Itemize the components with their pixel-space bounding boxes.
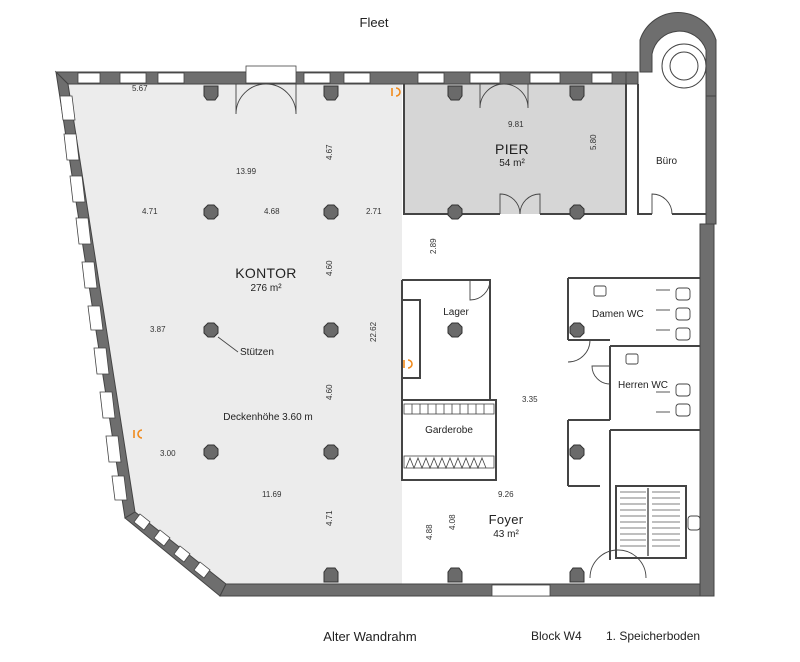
damen-wc-name: Damen WC (592, 309, 644, 320)
west-windows (59, 95, 128, 501)
pier-floor (404, 84, 626, 214)
dimension: 5.67 (132, 84, 148, 93)
stairs (620, 488, 680, 556)
stuetzen-label: Stützen (240, 347, 274, 358)
column (447, 322, 463, 338)
wc-fixtures (593, 285, 701, 531)
wall-pillars (203, 85, 585, 583)
column (569, 444, 585, 460)
columns (203, 204, 585, 460)
dimension: 3.00 (160, 449, 176, 458)
dimension: 13.99 (236, 167, 257, 176)
column (447, 204, 463, 220)
column (569, 322, 585, 338)
dimension: 4.88 (425, 524, 434, 540)
pier-area: 54 m² (499, 158, 525, 169)
ceiling-height-label: Deckenhöhe 3.60 m (223, 412, 313, 423)
dimension: 4.60 (325, 260, 334, 276)
dimension: 4.08 (448, 514, 457, 530)
column (203, 204, 219, 220)
dimension: 11.69 (262, 490, 282, 499)
dimension: 9.26 (498, 490, 514, 499)
foyer-name: Foyer (488, 512, 524, 527)
southwest-windows (133, 513, 211, 579)
south-entrance (491, 584, 551, 597)
kontor-floor (68, 84, 402, 584)
dimension: 2.71 (366, 207, 382, 216)
dimension: 3.35 (522, 395, 538, 404)
dimension: 4.68 (264, 207, 280, 216)
herren-wc-name: Herren WC (618, 380, 669, 391)
stuetzen-leader (217, 336, 239, 353)
doors (235, 83, 673, 579)
column (203, 322, 219, 338)
dimension: 4.60 (325, 384, 334, 400)
column (569, 204, 585, 220)
foyer-area: 43 m² (493, 529, 519, 540)
kontor-name: KONTOR (235, 265, 297, 281)
north-windows (77, 65, 613, 84)
dimension: 5.80 (589, 134, 598, 150)
dimension: 4.67 (325, 144, 334, 160)
garderobe-rails (403, 403, 495, 470)
dimension: 4.71 (142, 207, 158, 216)
dimension: 9.81 (508, 120, 524, 129)
street-north-label: Fleet (359, 15, 389, 30)
extinguisher-icons (133, 87, 413, 439)
floor-label: 1. Speicherboden (606, 629, 701, 643)
stair-tower (639, 11, 717, 97)
street-south-label: Alter Wandrahm (323, 629, 417, 644)
column (203, 444, 219, 460)
block-label: Block W4 (531, 629, 582, 643)
buero-name: Büro (656, 156, 678, 167)
lager-name: Lager (443, 307, 469, 318)
dimension: 4.71 (325, 510, 334, 526)
pier-name: PIER (495, 141, 529, 157)
dimension: 3.87 (150, 325, 166, 334)
kontor-area: 276 m² (250, 283, 282, 294)
dimension: 22.62 (369, 321, 378, 342)
column (323, 322, 339, 338)
interior-walls (401, 84, 706, 560)
column (323, 444, 339, 460)
dimension: 2.89 (429, 238, 438, 254)
garderobe-name: Garderobe (425, 425, 473, 436)
column (323, 204, 339, 220)
